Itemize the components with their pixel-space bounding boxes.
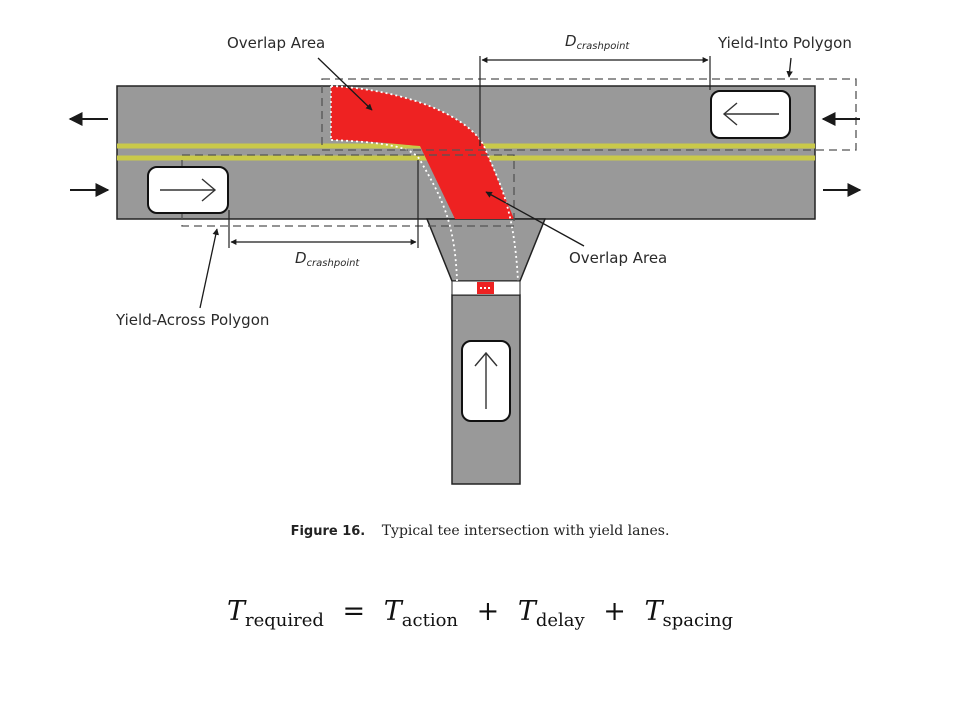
eq-lhs-var: T (227, 596, 246, 627)
arrow-up-icon (474, 351, 498, 409)
caption-text: Typical tee intersection with yield lane… (381, 523, 670, 539)
arrow-right-icon (160, 178, 217, 202)
arrow-left-icon (722, 102, 779, 126)
yield-into-polygon (321, 78, 857, 151)
figure-caption: Figure 16. Typical tee intersection with… (0, 523, 960, 539)
eq-t2-sub: delay (535, 610, 585, 631)
overlap-area-top-shape (331, 86, 514, 219)
eq-t1-sub: action (401, 610, 459, 631)
vehicle-westbound (710, 90, 791, 139)
vehicle-eastbound (147, 166, 229, 214)
label-d-crashpoint-bottom: Dcrashpoint (295, 249, 360, 269)
label-overlap-area-top: Overlap Area (227, 34, 325, 52)
eq-t1-var: T (383, 596, 402, 627)
leader-overlap-top (317, 57, 373, 111)
label-yield-into-polygon: Yield-Into Polygon (717, 34, 852, 52)
leader-yield-across (199, 228, 219, 309)
leader-yield-into (786, 57, 793, 78)
eq-lhs-sub: required (245, 610, 324, 631)
eq-t2-var: T (517, 596, 536, 627)
leader-overlap-bottom (485, 191, 585, 247)
label-yield-across-polygon: Yield-Across Polygon (115, 311, 269, 329)
label-overlap-area-bottom: Overlap Area (569, 249, 667, 267)
eq-plus-1: + (476, 596, 500, 627)
eq-t3-var: T (644, 596, 663, 627)
vehicle-northbound (461, 340, 511, 422)
figure-label: Figure 16. (290, 524, 366, 539)
eq-equals: = (342, 596, 366, 627)
time-equation: Trequired = Taction + Tdelay + Tspacing (0, 596, 960, 631)
eq-plus-2: + (603, 596, 626, 627)
label-d-crashpoint-top: Dcrashpoint (565, 32, 630, 52)
eq-t3-sub: spacing (662, 610, 733, 631)
junction-flare (425, 218, 547, 282)
